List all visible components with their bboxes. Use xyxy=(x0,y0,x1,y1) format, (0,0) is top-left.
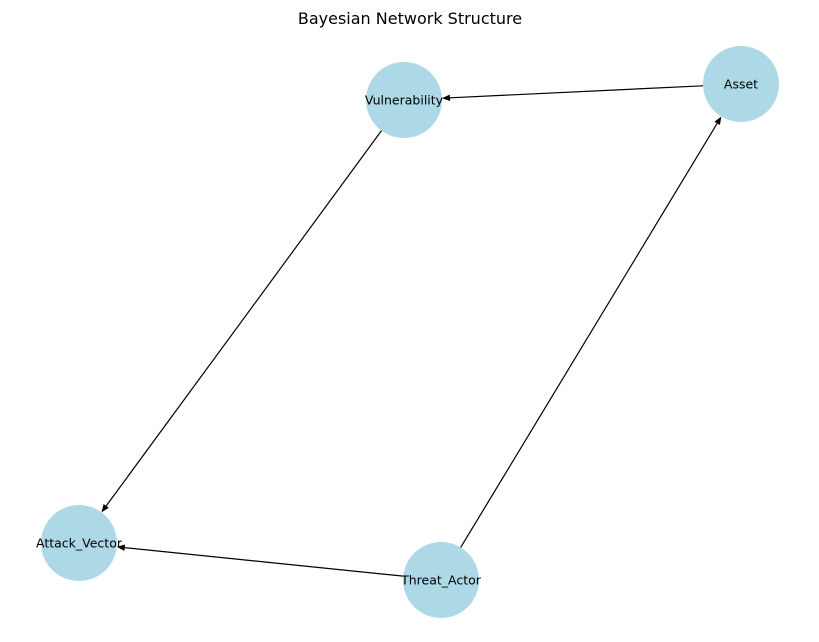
node-circle xyxy=(366,62,442,138)
nodes-layer: Vulnerability AssetAttack_VectorThreat_Ac… xyxy=(36,46,779,618)
node-vulnerability: Vulnerability xyxy=(365,62,444,138)
node-label: Asset xyxy=(724,77,758,92)
edge-asset-to-vulnerability xyxy=(441,85,704,102)
arrowhead xyxy=(441,94,451,102)
edge-vulnerability-to-attack_vector xyxy=(101,130,383,513)
edge-threat_actor-to-asset xyxy=(460,116,722,548)
edge-line xyxy=(105,130,383,507)
node-circle xyxy=(41,505,117,581)
edge-line xyxy=(124,547,404,577)
arrowhead xyxy=(101,504,109,513)
node-circle xyxy=(703,46,779,122)
arrowhead xyxy=(714,116,722,126)
node-label: Attack_Vector xyxy=(36,536,123,551)
node-threat_actor: Threat_Actor xyxy=(400,542,482,618)
node-circle xyxy=(403,542,479,618)
node-label: Threat_Actor xyxy=(400,573,482,588)
edge-line xyxy=(449,85,704,99)
edge-line xyxy=(460,123,718,548)
node-label: Vulnerability xyxy=(365,93,444,108)
node-attack_vector: Attack_Vector xyxy=(36,505,123,581)
diagram-title: Bayesian Network Structure xyxy=(298,9,522,28)
edges-layer xyxy=(101,85,722,577)
arrowhead xyxy=(116,544,126,551)
edge-threat_actor-to-attack_vector xyxy=(116,544,404,577)
node-asset: Asset xyxy=(703,46,779,122)
